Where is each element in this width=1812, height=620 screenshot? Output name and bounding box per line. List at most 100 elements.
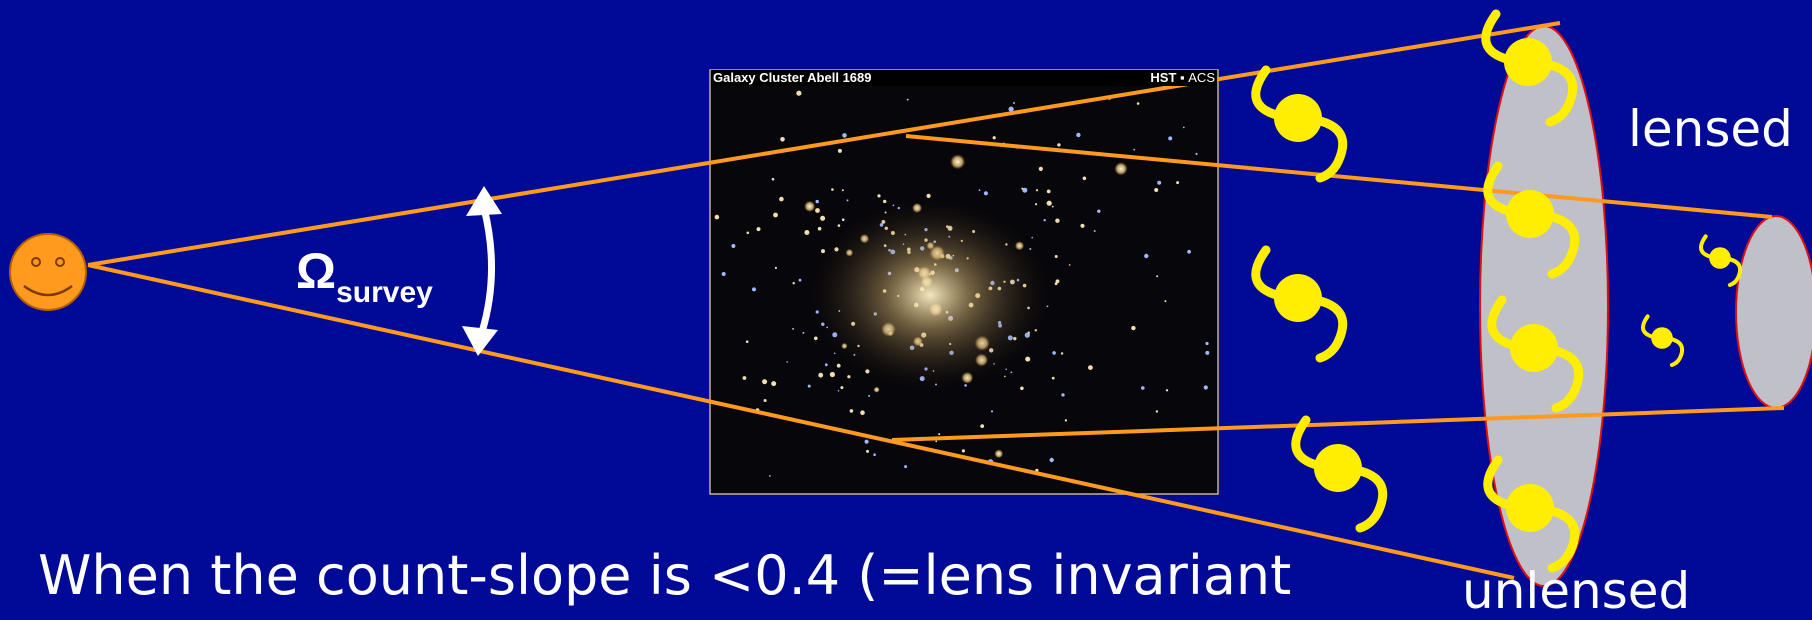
cluster-galaxy — [849, 409, 854, 413]
cluster-galaxy — [1076, 132, 1081, 138]
unlensed-label: unlensed — [1462, 562, 1691, 620]
cluster-galaxy — [762, 379, 768, 385]
double-arrow-icon — [462, 186, 502, 356]
cluster-galaxy — [1165, 389, 1169, 392]
cluster-galaxy — [1088, 365, 1093, 370]
cluster-galaxy — [1055, 279, 1060, 284]
cluster-galaxy — [1013, 102, 1015, 104]
cluster-galaxy — [1005, 368, 1007, 371]
cluster-galaxy — [769, 475, 771, 477]
galaxy-icon — [1291, 415, 1388, 533]
cluster-galaxy — [1093, 230, 1096, 232]
galaxy-icon — [1251, 65, 1348, 183]
cluster-galaxy — [868, 394, 871, 397]
cluster-galaxy — [745, 340, 749, 344]
cluster-galaxy — [847, 375, 851, 379]
galaxy-icon — [1251, 245, 1348, 363]
cluster-galaxy — [1203, 385, 1208, 390]
cluster-galaxy — [815, 208, 820, 213]
galaxy-icon — [1483, 455, 1580, 573]
cluster-galaxy — [866, 449, 869, 453]
slide-caption: When the count-slope is <0.4 (=lens inva… — [38, 544, 1292, 607]
cluster-galaxy — [802, 331, 805, 334]
cluster-galaxy — [1182, 126, 1185, 129]
cluster-galaxy — [1133, 148, 1136, 151]
unlensed-source-plane — [1735, 215, 1812, 409]
cluster-galaxy — [1038, 166, 1043, 171]
cluster-galaxy — [980, 424, 985, 428]
cluster-galaxy — [877, 194, 881, 198]
cluster-galaxy — [841, 218, 845, 221]
cluster-galaxy — [1010, 371, 1013, 374]
cluster-galaxy — [1025, 356, 1031, 362]
cluster-galaxy — [1080, 223, 1085, 228]
cluster-galaxy — [1061, 393, 1065, 397]
cluster-galaxy — [1154, 188, 1159, 192]
image-header-bar: Galaxy Cluster Abell 1689 HST ▪ ACS — [711, 70, 1217, 86]
cluster-galaxy — [950, 154, 966, 170]
cluster-galaxy — [837, 390, 840, 392]
smiley-observer-icon — [9, 233, 87, 311]
cluster-galaxy — [742, 376, 747, 380]
cluster-galaxy — [1057, 143, 1061, 147]
cluster-galaxy — [1021, 187, 1024, 190]
cluster-galaxy — [994, 449, 1004, 459]
cluster-galaxy — [786, 361, 788, 363]
cluster-galaxy — [904, 465, 908, 469]
cluster-galaxy — [1046, 200, 1052, 206]
cluster-galaxy — [836, 363, 841, 368]
background-galaxies — [1251, 9, 1743, 573]
cluster-galaxy — [721, 272, 726, 276]
galaxy-icon — [1640, 314, 1685, 368]
cluster-galaxy — [1049, 457, 1054, 463]
cluster-galaxy — [837, 148, 842, 153]
cluster-galaxy — [1155, 410, 1159, 413]
cluster-galaxy — [779, 196, 784, 202]
cluster-galaxy — [1176, 181, 1180, 185]
cluster-galaxy — [1060, 352, 1064, 355]
cluster-galaxy — [792, 328, 794, 330]
lensed-ray-lower — [891, 406, 1785, 442]
image-title: Galaxy Cluster Abell 1689 — [713, 70, 872, 85]
cluster-galaxy — [1054, 282, 1058, 286]
galaxy-icon — [1483, 161, 1580, 279]
cluster-galaxy — [938, 433, 941, 436]
cluster-galaxy — [935, 440, 938, 443]
cluster-galaxy — [1082, 176, 1087, 181]
cluster-galaxy — [1187, 249, 1191, 254]
light-rays — [87, 21, 1785, 580]
cluster-galaxy — [883, 199, 887, 204]
galaxy-icon — [1698, 234, 1743, 288]
cluster-galaxy — [926, 193, 931, 198]
galaxy-icon — [1487, 295, 1584, 413]
lensed-label: lensed — [1628, 100, 1793, 158]
cluster-galaxy — [961, 449, 966, 453]
survey-ray-lower — [87, 263, 1515, 580]
cluster-galaxy — [807, 384, 811, 388]
cluster-galaxy — [829, 371, 836, 378]
cluster-galaxy — [714, 214, 720, 220]
cluster-galaxy — [752, 287, 756, 292]
cluster-galaxy — [860, 410, 865, 416]
cluster-galaxy — [814, 336, 818, 341]
cluster-galaxy — [756, 227, 761, 232]
cluster-galaxy — [837, 224, 841, 227]
cluster-galaxy — [1035, 189, 1039, 192]
cluster-galaxy — [1054, 255, 1058, 258]
cluster-galaxy — [1205, 341, 1209, 346]
cluster-galaxy — [983, 191, 989, 196]
cluster-galaxy — [1052, 351, 1056, 355]
cluster-galaxy — [1043, 219, 1046, 222]
cluster-galaxy — [820, 215, 826, 221]
cluster-galaxy — [842, 133, 847, 138]
cluster-galaxy — [1051, 205, 1054, 208]
cluster-galaxy — [1046, 189, 1051, 194]
image-credit: HST ▪ ACS — [1150, 70, 1215, 85]
cluster-galaxy — [1035, 203, 1038, 206]
cluster-galaxy — [873, 453, 876, 457]
cluster-galaxy — [1157, 180, 1162, 185]
cluster-galaxy — [771, 177, 775, 181]
cluster-galaxy — [824, 363, 828, 367]
cluster-galaxy — [1020, 386, 1024, 391]
